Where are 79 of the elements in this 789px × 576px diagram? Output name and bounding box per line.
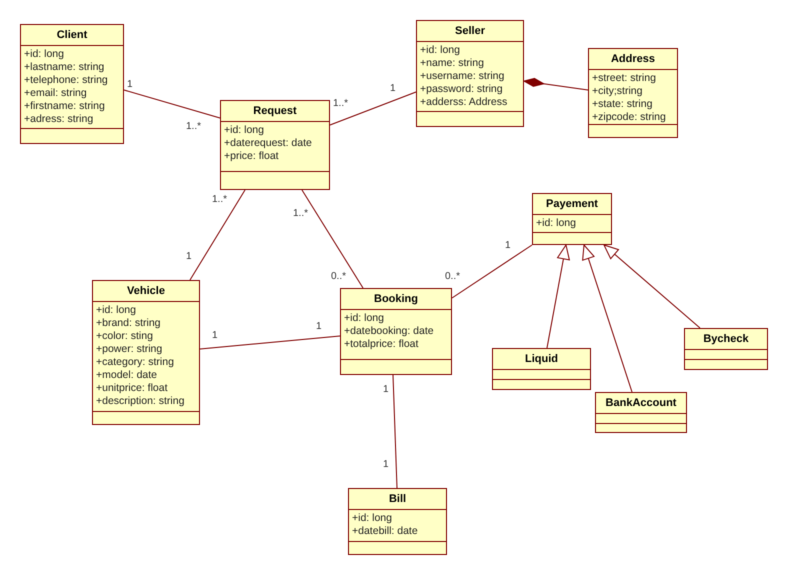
class-name: Bill xyxy=(388,492,406,507)
association-line xyxy=(124,90,220,118)
attribute-text: +model: date xyxy=(96,369,158,382)
class-box xyxy=(416,20,524,127)
attribute-text: +id: long xyxy=(420,44,461,57)
multiplicity-label: 1..* xyxy=(333,98,348,110)
attribute-text: +description: string xyxy=(96,395,186,408)
attribute-text: +email: string xyxy=(24,87,88,100)
attribute-text: +state: string xyxy=(592,98,654,111)
attribute-text: +price: float xyxy=(224,150,280,163)
attribute-text: +daterequest: date xyxy=(224,137,313,150)
class-name: Address xyxy=(610,52,656,67)
attribute-text: +id: long xyxy=(96,304,137,317)
class-box xyxy=(684,328,768,370)
class-box xyxy=(588,48,678,138)
multiplicity-label: 1 xyxy=(212,330,218,342)
multiplicity-label: 1 xyxy=(186,251,192,263)
attribute-text: +name: string xyxy=(420,57,485,70)
attribute-text: +lastname: string xyxy=(24,61,106,74)
association-line xyxy=(200,336,340,350)
attribute-text: +datebill: date xyxy=(352,525,419,538)
generalization-arrow xyxy=(604,244,700,328)
multiplicity-label: 0..* xyxy=(331,271,346,283)
multiplicity-label: 1 xyxy=(383,459,389,471)
attribute-text: +power: string xyxy=(96,343,164,356)
attribute-text: +totalprice: float xyxy=(344,338,420,351)
attribute-text: +category: string xyxy=(96,356,175,369)
class-name: Payement xyxy=(546,196,598,212)
association-line xyxy=(302,190,364,288)
attribute-text: +id: long xyxy=(352,512,393,525)
class-name: Client xyxy=(56,28,88,43)
class-name: Bycheck xyxy=(703,332,749,347)
class-box xyxy=(20,24,124,144)
attribute-text: +brand: string xyxy=(96,317,162,330)
attribute-text: +id: long xyxy=(344,312,385,325)
association-line xyxy=(190,190,246,280)
attribute-text: +adress: string xyxy=(24,113,94,126)
class-box xyxy=(595,392,687,433)
attribute-text: +street: string xyxy=(592,72,657,85)
attribute-text: +firstname: string xyxy=(24,100,106,113)
class-box xyxy=(492,348,591,390)
class-box xyxy=(532,193,612,245)
association-line xyxy=(452,244,532,298)
class-name: Vehicle xyxy=(127,284,165,299)
multiplicity-label: 1 xyxy=(383,384,389,396)
class-name: BankAccount xyxy=(606,396,676,411)
multiplicity-label: 0..* xyxy=(445,271,460,283)
attribute-text: +color: sting xyxy=(96,330,154,343)
attribute-text: +telephone: string xyxy=(24,74,109,87)
attribute-text: +username: string xyxy=(420,70,506,83)
attribute-text: +datebooking: date xyxy=(344,325,435,338)
attribute-text: +zipcode: string xyxy=(592,111,667,124)
multiplicity-label: 1..* xyxy=(186,121,202,133)
attribute-text: +id: long xyxy=(536,217,577,230)
class-box xyxy=(92,280,200,425)
class-name: Booking xyxy=(374,292,418,307)
class-name: Liquid xyxy=(525,352,558,367)
association-line xyxy=(330,92,416,126)
class-name: Seller xyxy=(455,24,485,39)
attribute-text: +city;string xyxy=(592,85,644,98)
attribute-text: +adderss: Address xyxy=(420,96,508,109)
class-name: Request xyxy=(253,104,297,119)
multiplicity-label: 1 xyxy=(390,83,396,95)
multiplicity-label: 1 xyxy=(505,240,511,252)
attribute-text: +password: string xyxy=(420,83,504,96)
multiplicity-label: 1..* xyxy=(212,194,228,206)
composition-line xyxy=(524,78,588,90)
class-box xyxy=(220,100,330,190)
attribute-text: +unitprice: float xyxy=(96,382,169,395)
attribute-text: +id: long xyxy=(224,124,265,137)
generalization-arrow xyxy=(546,244,570,348)
attribute-text: +id: long xyxy=(24,48,65,61)
class-box xyxy=(340,288,452,375)
generalization-arrow xyxy=(582,244,632,392)
multiplicity-label: 1 xyxy=(127,79,133,91)
association-line xyxy=(392,374,398,488)
multiplicity-label: 1 xyxy=(316,321,322,333)
class-box xyxy=(348,488,447,555)
multiplicity-label: 1..* xyxy=(293,208,308,220)
